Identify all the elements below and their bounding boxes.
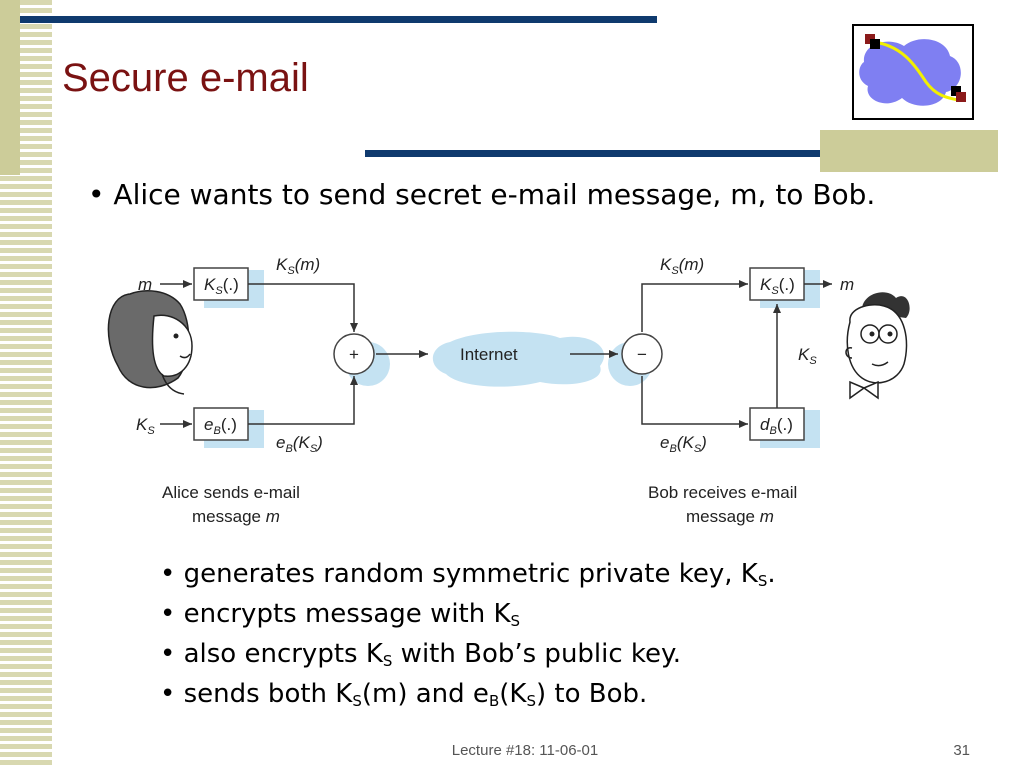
step-text: ) to Bob.	[535, 679, 648, 709]
bob-caption-line2: message m	[686, 507, 774, 526]
diagram-connectors	[160, 280, 832, 428]
step-text: • generates random symmetric private key…	[160, 559, 758, 589]
process-steps-list: • generates random symmetric private key…	[160, 554, 776, 714]
step-text: • encrypts message with K	[160, 599, 511, 629]
step-text: (K	[499, 679, 527, 709]
step-text: (m) and e	[361, 679, 489, 709]
bob-avatar	[845, 292, 910, 400]
network-cloud-logo	[852, 24, 974, 120]
footer-page-number: 31	[953, 742, 970, 759]
receiver-output-m: m	[840, 275, 854, 294]
slide-title: Secure e-mail	[62, 56, 309, 100]
step-text: • sends both K	[160, 679, 353, 709]
alice-caption-line2: message m	[192, 507, 280, 526]
step-subscript: S	[352, 692, 362, 710]
internet-label: Internet	[460, 345, 518, 364]
combiner-node	[333, 333, 375, 375]
step-text: with Bob’s public key.	[392, 639, 681, 669]
eb-ks-label-sender: eB(KS)	[276, 433, 323, 455]
left-solid-block	[0, 0, 20, 175]
db-decrypt-box-label: dB(.)	[760, 415, 793, 437]
step-text: .	[767, 559, 776, 589]
ks-decrypt-box-label: KS(.)	[760, 275, 795, 297]
step-subscript: S	[510, 612, 521, 630]
combiner-symbol: +	[349, 345, 359, 364]
step-subscript: S	[757, 572, 768, 590]
receiver-key-label: KS	[798, 345, 817, 367]
ks-decrypt-box	[749, 267, 805, 301]
step-text: • also encrypts K	[160, 639, 383, 669]
sender-input-ks: KS	[136, 415, 155, 437]
right-solid-block	[820, 130, 998, 172]
main-bullet-text: • Alice wants to send secret e-mail mess…	[88, 178, 876, 211]
diagram-boxes	[193, 267, 805, 441]
ks-m-label-receiver: KS(m)	[660, 255, 704, 277]
step-item: • generates random symmetric private key…	[160, 554, 776, 594]
eb-encrypt-box-label: eB(.)	[204, 415, 237, 437]
bottom-navy-rule	[365, 150, 998, 157]
alice-caption-line1: Alice sends e-mail	[162, 483, 300, 502]
top-navy-rule	[20, 16, 657, 23]
splitter-node	[621, 333, 663, 375]
db-decrypt-box	[749, 407, 805, 441]
secure-email-diagram: m KS KS(.) eB(.) KS(m) eB(KS) + Internet…	[107, 255, 910, 526]
splitter-symbol: −	[637, 345, 647, 364]
step-item: • sends both KS(m) and eB(KS) to Bob.	[160, 674, 776, 714]
bob-caption-line1: Bob receives e-mail	[648, 483, 797, 502]
footer-lecture-label: Lecture #18: 11-06-01	[451, 742, 599, 759]
step-subscript: S	[382, 652, 393, 670]
step-subscript: B	[488, 692, 500, 710]
cloud-path-icon	[859, 34, 966, 106]
sender-input-m: m	[138, 275, 152, 294]
eb-ks-label-receiver: eB(KS)	[660, 433, 707, 455]
alice-avatar	[107, 290, 193, 395]
ks-encrypt-box-label: KS(.)	[204, 275, 239, 297]
step-item: • encrypts message with KS	[160, 594, 776, 634]
ks-m-label: KS(m)	[276, 255, 320, 277]
step-item: • also encrypts KS with Bob’s public key…	[160, 634, 776, 674]
step-subscript: S	[526, 692, 536, 710]
